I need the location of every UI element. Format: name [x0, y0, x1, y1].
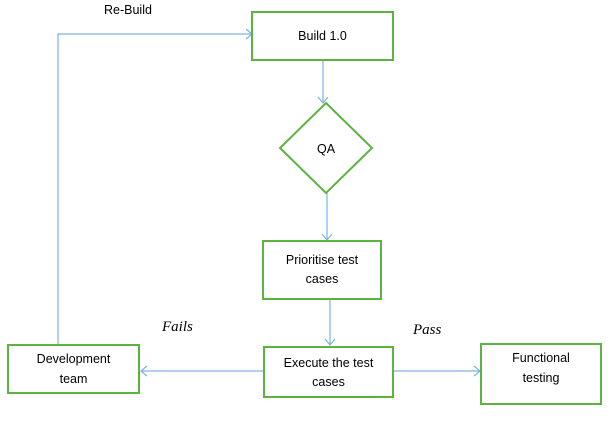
node-development: Development team: [7, 344, 140, 394]
edge-rebuild-loop: [57, 33, 252, 344]
node-development-label-line1: Development: [37, 352, 111, 366]
arrowhead-execute: [324, 338, 336, 346]
node-prioritise-label-line2: cases: [306, 272, 339, 286]
connectors: [57, 28, 481, 377]
node-functional-label-line1: Functional: [512, 351, 570, 365]
node-execute-label-line2: cases: [312, 375, 345, 389]
arrowhead-development: [140, 365, 148, 377]
node-execute: Execute the test cases: [263, 346, 394, 398]
arrowhead-qa: [317, 96, 329, 104]
node-functional: Functional testing: [480, 343, 602, 405]
node-execute-label-line1: Execute the test: [284, 356, 374, 370]
rebuild-label: Re-Build: [104, 3, 152, 17]
node-qa-label: QA: [317, 142, 336, 156]
node-qa: QA: [278, 101, 374, 195]
pass-label: Pass: [412, 322, 442, 338]
node-build-label: Build 1.0: [298, 29, 347, 43]
fails-label: Fails: [161, 319, 193, 335]
node-development-label-line2: team: [60, 372, 88, 386]
node-prioritise-label-line1: Prioritise test: [286, 253, 359, 267]
node-prioritise: Prioritise test cases: [262, 240, 382, 300]
node-build: Build 1.0: [251, 11, 394, 61]
node-functional-label-line2: testing: [523, 371, 560, 385]
